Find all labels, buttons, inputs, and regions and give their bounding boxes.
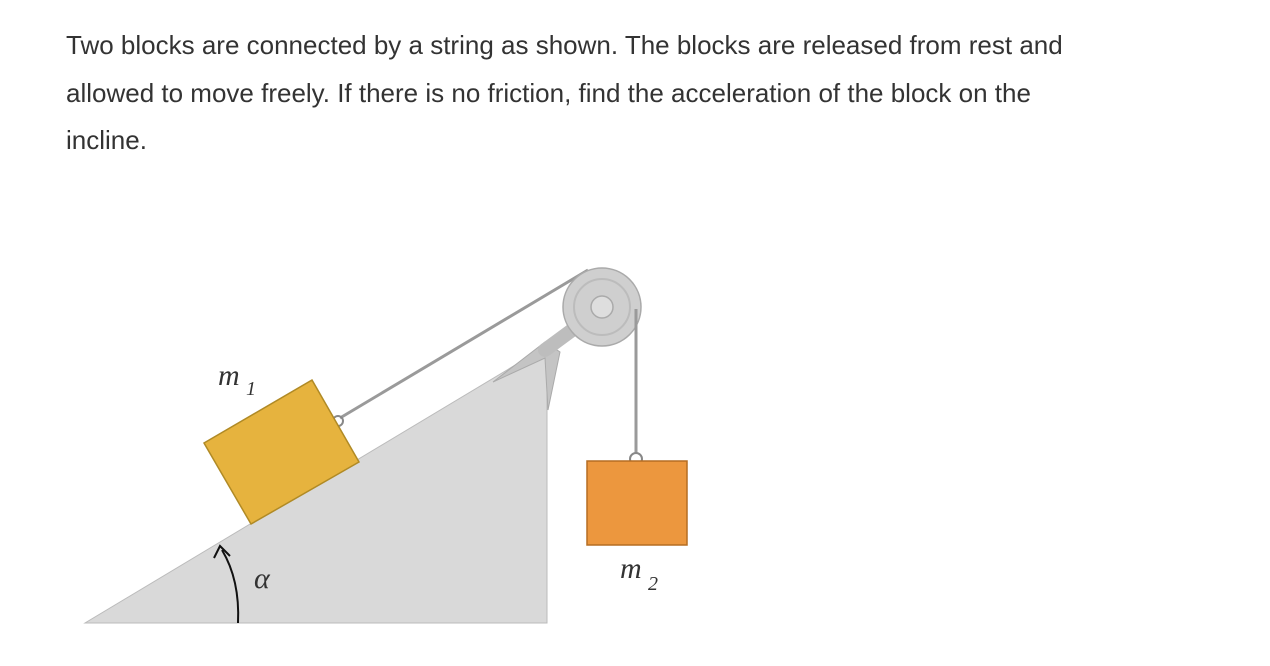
block-m2 [586, 460, 688, 546]
question-text: Two blocks are connected by a string as … [66, 22, 1063, 165]
angle-arc [221, 549, 240, 624]
question-line: allowed to move freely. If there is no f… [66, 77, 1031, 108]
pulley-hub [590, 295, 614, 319]
question-line: incline. [66, 125, 147, 155]
pulley-groove [573, 278, 631, 336]
block-m1 [202, 378, 361, 526]
label-m1-subscript: 1 [246, 378, 256, 400]
label-m2-subscript: 2 [648, 573, 658, 595]
string-incline [339, 268, 589, 420]
label-angle-alpha: α [254, 562, 271, 595]
angle-arrowhead-icon [213, 544, 231, 559]
label-m2: m [620, 552, 642, 585]
label-m1: m [218, 359, 240, 392]
question-line: Two blocks are connected by a string as … [66, 30, 1063, 60]
